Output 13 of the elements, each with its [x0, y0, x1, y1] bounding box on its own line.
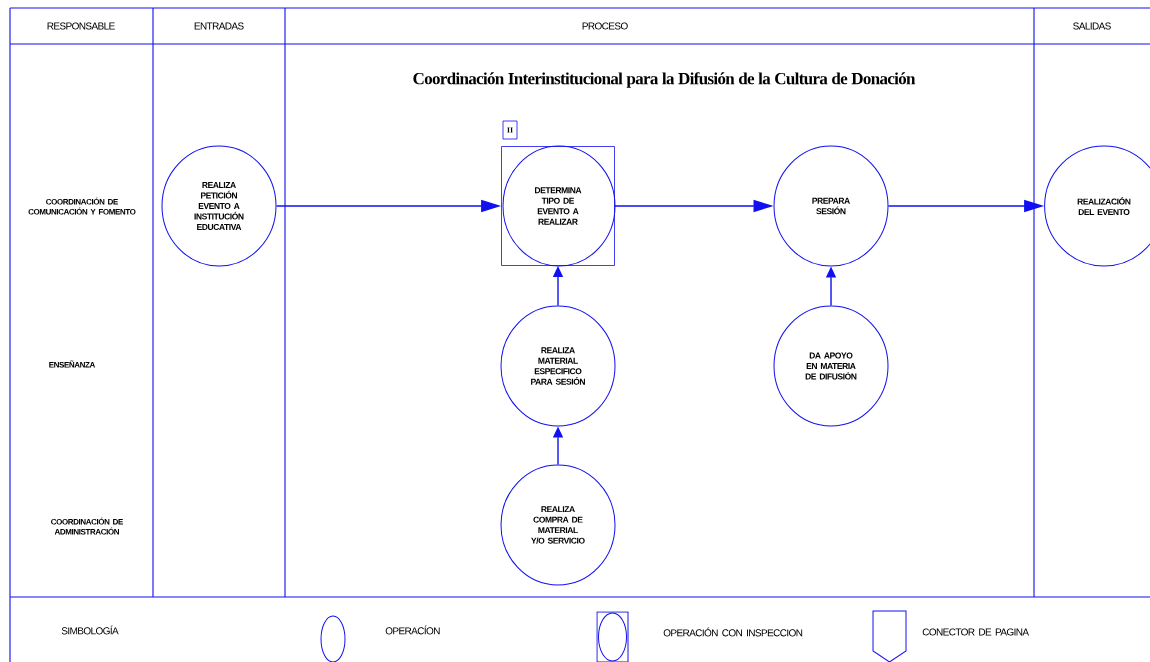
column-header: ENTRADAS [194, 22, 244, 30]
column-header: PROCESO [582, 22, 628, 30]
row-label: ENSEÑANZA [49, 360, 96, 368]
row-label: COORDINACIÓN DE ADMINISTRACIÓN [51, 517, 123, 535]
column-header: RESPONSABLE [47, 22, 115, 30]
legend-label: CONECTOR DE PAGINA [922, 628, 1030, 636]
column-header: SALIDAS [1073, 22, 1111, 30]
legend-heading: SIMBOLOGÍA [61, 625, 119, 635]
legend-label: OPERACIÓN CON INSPECCION [663, 627, 803, 637]
row-label: COORDINACIÓN DE COMUNICACIÓN Y FOMENTO [28, 197, 136, 215]
page-connector-box: II [502, 120, 518, 140]
title: Coordinación Interinstitucional para la Difusión de la Cultura de Donación [413, 72, 916, 88]
legend-label: OPERACÍON [385, 625, 440, 635]
